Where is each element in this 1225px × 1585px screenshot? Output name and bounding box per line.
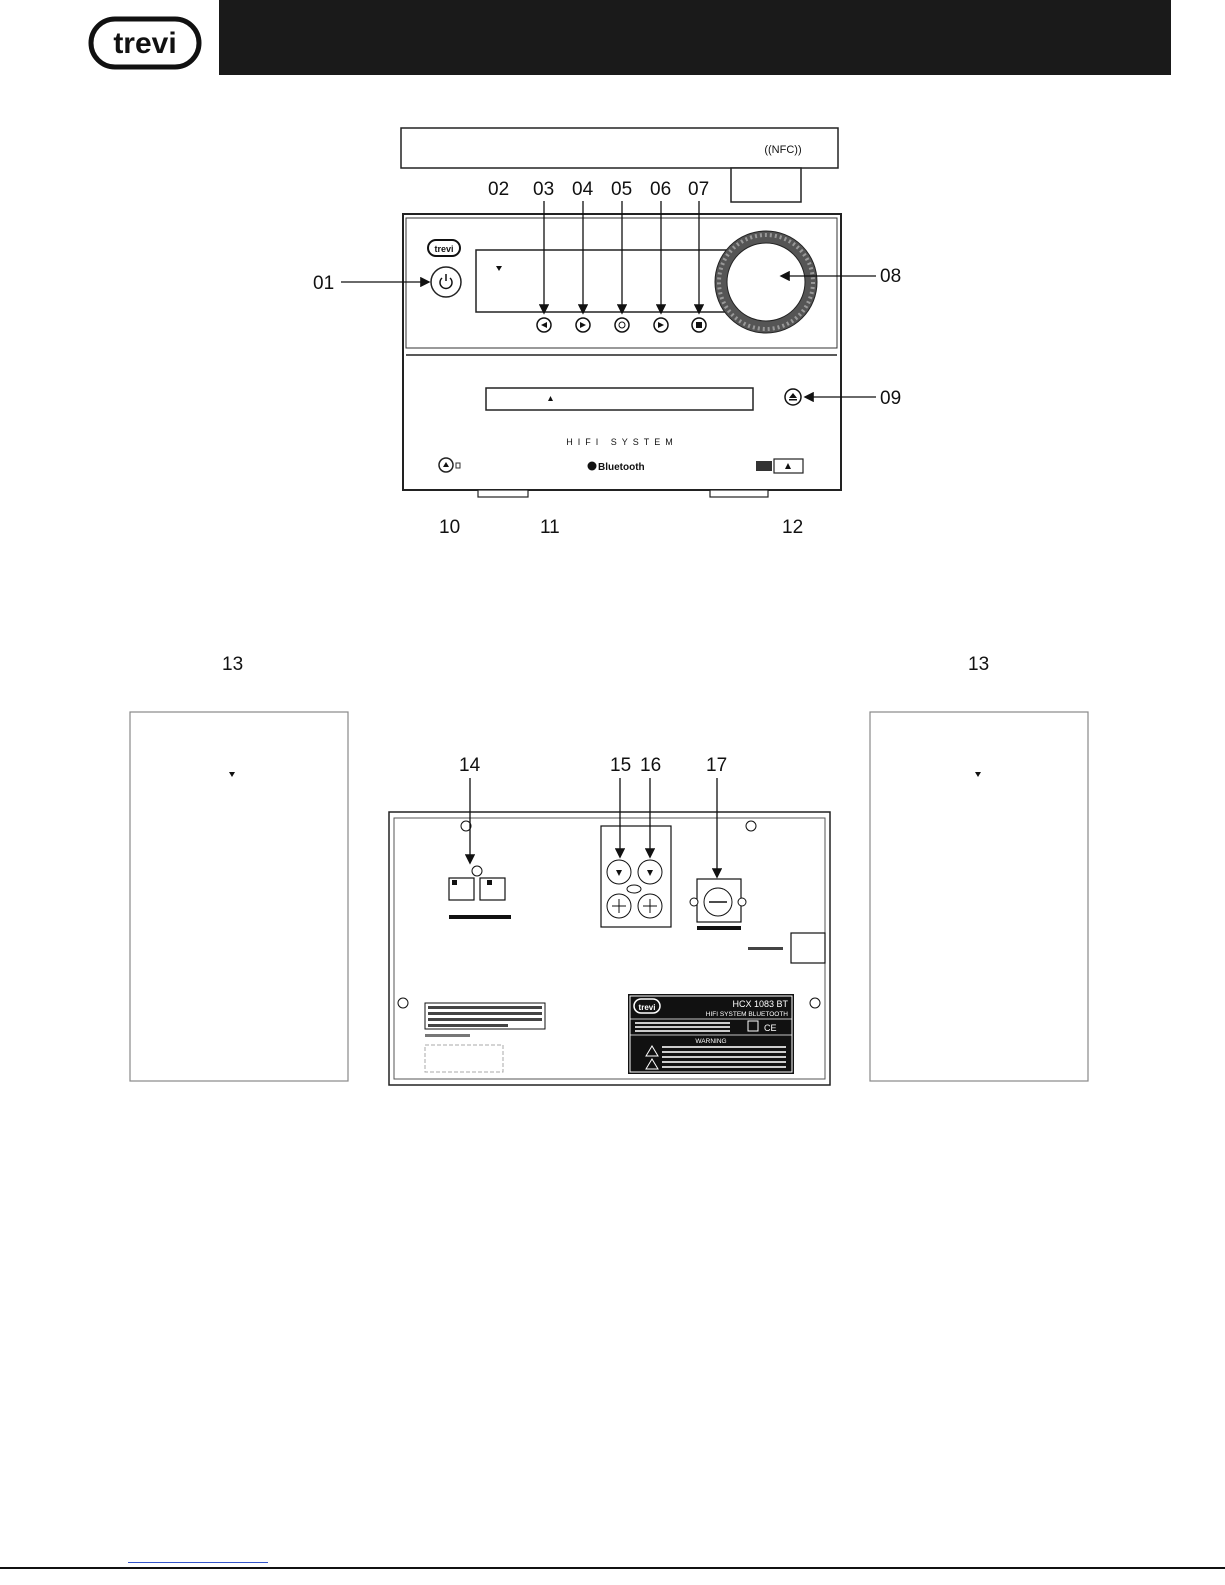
callout-01: 01 (313, 273, 334, 294)
bluetooth-label: Bluetooth (598, 462, 645, 473)
display-window (476, 250, 732, 312)
callout-16: 16 (640, 755, 661, 776)
ac-cable-outlet (791, 933, 825, 963)
callout-11: 11 (540, 517, 560, 538)
right-speaker (870, 712, 1088, 1081)
rear-panel: trevi HCX 1083 BT HIFI SYSTEM BLUETOOTH … (389, 812, 830, 1085)
footer-link-underline (128, 1562, 268, 1563)
nfc-label: ((NFC)) (764, 144, 801, 156)
svg-text:CE: CE (764, 1023, 777, 1033)
callout-17: 17 (706, 755, 727, 776)
footer-rule (0, 1567, 1225, 1569)
rating-label: trevi HCX 1083 BT HIFI SYSTEM BLUETOOTH … (628, 994, 794, 1074)
rating-label-warning: WARNING (695, 1038, 726, 1045)
antenna-connector (690, 879, 746, 930)
bluetooth-icon (588, 462, 597, 471)
callout-09: 09 (880, 388, 901, 409)
volume-knob (715, 231, 817, 333)
device-badge-text: trevi (434, 244, 453, 254)
cd-slot (486, 388, 753, 410)
callout-06: 06 (650, 179, 671, 200)
mode-button (615, 318, 629, 332)
callout-12: 12 (782, 517, 803, 538)
callout-08: 08 (880, 266, 901, 287)
callout-13-left: 13 (222, 654, 243, 675)
callout-03: 03 (533, 179, 554, 200)
left-speaker (130, 712, 348, 1081)
callout-14: 14 (459, 755, 481, 776)
callout-15: 15 (610, 755, 631, 776)
callout-02: 02 (488, 179, 509, 200)
callout-07: 07 (688, 179, 709, 200)
rating-label-subtitle: HIFI SYSTEM BLUETOOTH (706, 1011, 789, 1018)
eject-button (785, 389, 801, 405)
callout-04: 04 (572, 179, 594, 200)
power-button (431, 267, 461, 297)
rating-label-model: HCX 1083 BT (732, 999, 788, 1009)
usb-icon (756, 461, 772, 471)
rating-label-brand: trevi (639, 1003, 656, 1012)
callout-05: 05 (611, 179, 632, 200)
callout-13-right: 13 (968, 654, 989, 675)
callout-10: 10 (439, 517, 460, 538)
hifi-system-label: HIFI SYSTEM (566, 437, 678, 447)
speaker-terminals (601, 826, 671, 927)
